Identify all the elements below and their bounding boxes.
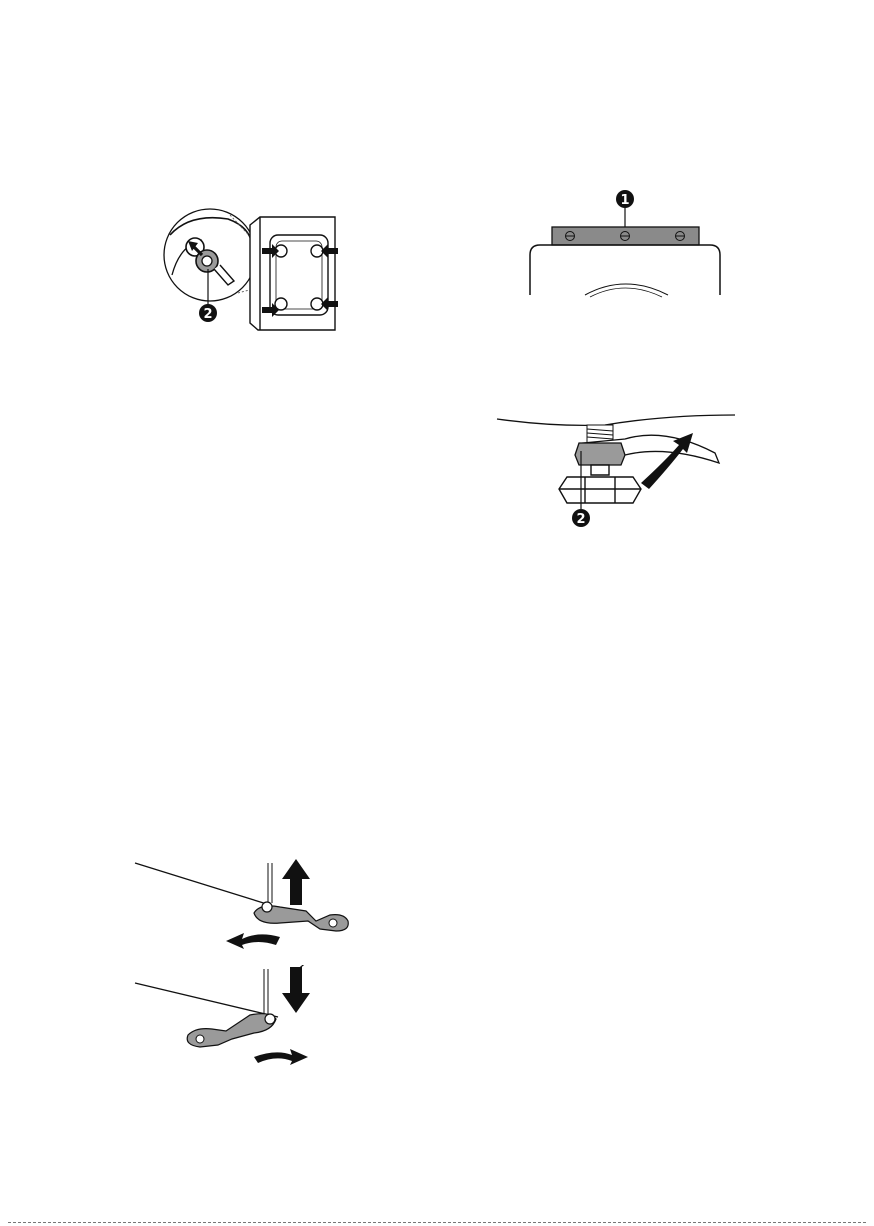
- washer-back-panel: [250, 217, 335, 330]
- foot-locknut-diagram: 2: [495, 405, 740, 535]
- callout-label-bolt: 2: [203, 307, 212, 322]
- up-arrow: [282, 859, 310, 905]
- locknut: [575, 443, 625, 465]
- top-bracket-diagram: 1: [520, 185, 730, 300]
- washer-base-edge: [497, 415, 735, 425]
- callout-label-bracket: 1: [620, 193, 629, 208]
- washer-base-edge: [135, 863, 270, 905]
- page-bottom-rule: [8, 1222, 866, 1223]
- transit-bolts-diagram: 2: [150, 205, 350, 335]
- lower-foot-diagram: [130, 965, 360, 1075]
- down-arrow: [282, 967, 310, 1013]
- callout-label-locknut: 2: [576, 512, 585, 527]
- raise-foot-diagram: [130, 855, 360, 955]
- rotate-left-arrow: [226, 933, 280, 949]
- magnified-bolt-detail: [164, 209, 256, 301]
- rotate-right-arrow: [254, 1049, 308, 1065]
- adjustable-foot: [559, 465, 641, 503]
- washer-base-edge: [135, 983, 278, 1017]
- washer-top-outline: [530, 245, 720, 297]
